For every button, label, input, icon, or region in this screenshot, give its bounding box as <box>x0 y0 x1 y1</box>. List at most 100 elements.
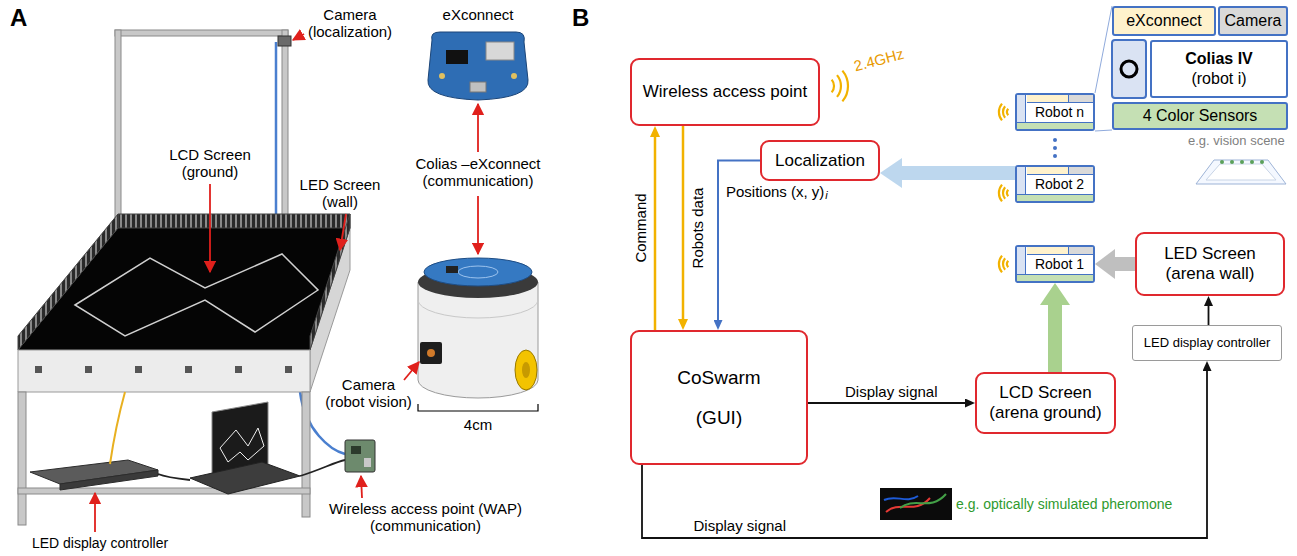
table-leg <box>18 392 26 525</box>
callout-label: eXconnect <box>428 6 528 23</box>
pheromone-image <box>880 488 952 520</box>
radio-waves <box>1003 106 1005 118</box>
radio-waves <box>837 75 841 97</box>
node-text: Robot 2 <box>1035 176 1084 192</box>
exconnect-strip <box>1027 247 1069 255</box>
robot-body-box: Colias IV(robot i) <box>1150 40 1288 98</box>
colias-robot <box>515 350 537 390</box>
localization-camera <box>278 36 291 46</box>
panel-letter: A <box>10 4 27 32</box>
vision-scene <box>1260 160 1264 164</box>
connector <box>654 137 657 330</box>
led-wall <box>118 214 350 228</box>
edge-label: Command <box>632 191 649 264</box>
node-text: Robot 1 <box>1035 256 1084 272</box>
ellipsis-dots <box>1053 138 1057 158</box>
connector <box>1208 306 1210 325</box>
callout-label: LCD Screen (ground) <box>160 146 260 181</box>
radio-waves <box>1007 261 1008 267</box>
arena-front-face <box>18 350 310 392</box>
led-controller-box <box>60 470 158 490</box>
exconnect-board <box>428 32 528 100</box>
zoom-line <box>1095 130 1112 131</box>
node-text: LED display controller <box>1144 336 1270 351</box>
colias-robot <box>420 342 442 364</box>
camera-strip <box>1069 95 1093 103</box>
vision-scene <box>1230 160 1234 164</box>
frame-post <box>282 30 288 220</box>
exconnect-board <box>439 73 445 79</box>
radio-waves <box>1007 190 1008 196</box>
node-text: Robot n <box>1035 104 1084 120</box>
arena-front-face <box>235 366 242 373</box>
exconnect-strip <box>1027 95 1069 103</box>
zoom-line <box>1095 6 1112 93</box>
edge-label: Positions (x, y) <box>724 183 826 200</box>
subscript-label: i <box>825 189 827 202</box>
module-box: eXconnect <box>1112 6 1216 36</box>
led-wall <box>18 214 118 350</box>
controller-box: LED display controller <box>1132 325 1282 361</box>
scale-bracket <box>418 404 538 411</box>
callout-label: LED Screen (wall) <box>292 176 388 211</box>
sensor-strip <box>1017 194 1093 201</box>
robot-box: Robot 2 <box>1015 165 1095 203</box>
wap-device <box>351 446 361 454</box>
motor-strip <box>1017 247 1026 274</box>
colias-robot <box>446 266 458 273</box>
radio-waves <box>999 256 1002 273</box>
colias-robot <box>522 362 530 378</box>
colias-robot <box>418 282 538 398</box>
edge-label: Robots data <box>689 186 706 271</box>
motor-block <box>1112 40 1146 98</box>
motor-block <box>1112 40 1146 98</box>
pheromone-image <box>884 496 918 500</box>
callout-label: Camera (robot vision) <box>323 376 414 411</box>
frame-post <box>115 30 288 220</box>
connector <box>682 126 685 319</box>
leader-arrow <box>340 214 346 250</box>
dimension-label: 4cm <box>448 416 508 433</box>
exconnect-board <box>486 42 514 60</box>
leader-arrow <box>94 493 96 532</box>
node-text: eXconnect <box>1126 12 1202 30</box>
wap-device <box>364 458 371 467</box>
radio-waves <box>1003 187 1005 199</box>
arena-front-face <box>285 366 292 373</box>
arena-front-face <box>35 366 42 373</box>
leader-arrow <box>209 184 211 272</box>
led-wall <box>310 214 350 350</box>
leader-arrow <box>477 104 479 152</box>
exconnect-board <box>511 73 517 79</box>
node-text: Wireless access point <box>643 82 807 102</box>
callout-label: Colias –eXconnect (communication) <box>400 155 556 190</box>
robot-box: Robot 1 <box>1015 245 1095 283</box>
process-box: Localization <box>760 140 880 181</box>
sensor-strip <box>1017 122 1093 129</box>
node-text: Camera <box>1225 12 1282 30</box>
ellipsis-dots <box>1053 154 1057 158</box>
node-text: (GUI) <box>696 407 742 429</box>
connector <box>808 402 965 404</box>
leader-arrow <box>404 362 419 380</box>
ellipsis-dots <box>1053 138 1057 142</box>
laptop <box>300 460 345 476</box>
process-box: LED Screen (arena wall) <box>1135 232 1285 296</box>
vision-scene <box>1220 160 1224 164</box>
colias-robot <box>458 266 498 278</box>
vision-scene <box>1206 164 1276 180</box>
exconnect-strip <box>1027 167 1069 175</box>
node-text: 4 Color Sensors <box>1143 107 1258 125</box>
module-box: 4 Color Sensors <box>1112 102 1288 130</box>
radio-waves <box>1003 258 1005 270</box>
node-text: LED Screen (arena wall) <box>1150 244 1270 283</box>
pheromone-image <box>900 494 946 508</box>
connector <box>902 166 1015 180</box>
exconnect-board <box>428 32 528 100</box>
colias-robot <box>427 349 435 357</box>
note-label: e.g. optically simulated pheromone <box>956 496 1172 512</box>
leader-arrow <box>361 476 362 498</box>
leader-arrow <box>293 34 304 40</box>
vision-scene <box>1196 160 1286 184</box>
